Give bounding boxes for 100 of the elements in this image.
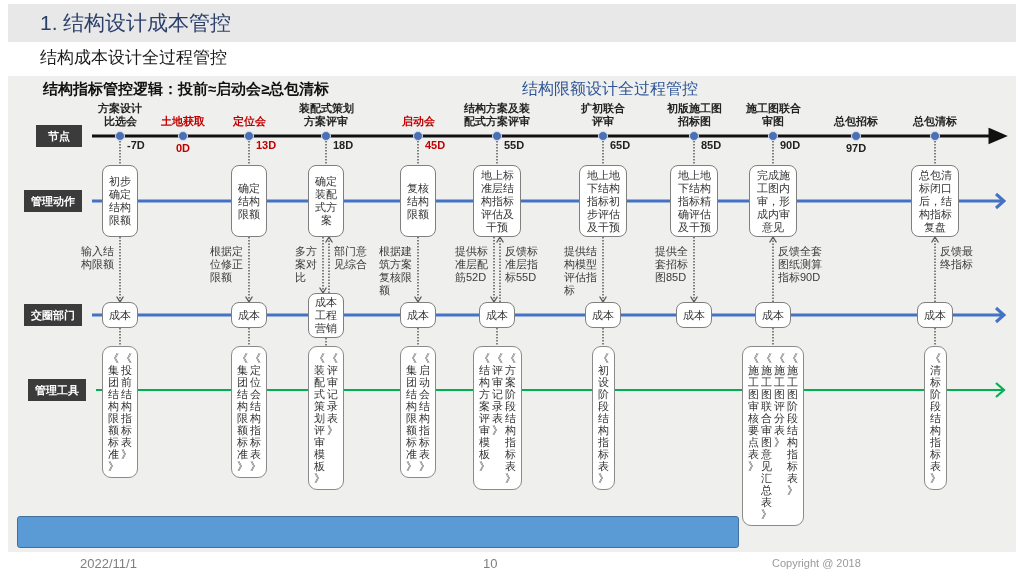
dotted-line: [325, 337, 327, 347]
edge-label: 反馈标准层指标55D: [505, 245, 539, 284]
process-box: [231, 165, 267, 237]
dotted-line: [119, 140, 121, 166]
edge-label: 提供标准层配筋52D: [455, 245, 489, 284]
milestone-dot: [244, 131, 254, 141]
tool-box: [742, 346, 804, 526]
milestone-dot: [492, 131, 502, 141]
subtitle: 结构成本设计全过程管控: [40, 48, 227, 69]
dotted-line: [772, 140, 774, 166]
process-box: [579, 165, 627, 237]
milestone-dot: [178, 131, 188, 141]
dotted-line: [772, 327, 774, 347]
milestone-dot: [930, 131, 940, 141]
slide-title: 1. 结构设计成本管控: [40, 10, 232, 36]
edge-label: 反馈最终指标: [940, 245, 974, 271]
book-title-text: 《启动会结构指标表》: [419, 352, 430, 472]
book-title-text: 《施工图审核要点表》: [748, 352, 759, 472]
book-title-text: 《定位会结构指标表》: [250, 352, 261, 472]
dotted-arrow: [414, 236, 422, 303]
milestone-label: 初版施工图招标图: [666, 102, 722, 128]
box-text: 成本: [407, 308, 429, 322]
day-label: -7D: [127, 139, 145, 152]
day-label: 85D: [701, 139, 722, 152]
dotted-line: [496, 327, 498, 347]
edge-label: 反馈全套图纸测算指标90D: [778, 245, 823, 284]
book-title-text: 《方案阶段结构指标表》: [504, 352, 516, 484]
box-text: 成本: [683, 308, 705, 322]
tool-box: [231, 346, 267, 478]
box-text: 总包清标闭口后，结构指标复盘: [918, 168, 952, 234]
edge-label: 部门意见综合: [334, 245, 368, 271]
lane-header: [24, 304, 82, 326]
book-title-text: 《集团结构限额标准》: [406, 352, 417, 472]
header-text: 节点: [48, 129, 70, 143]
book-title-text: 《投前结构指标表》: [121, 352, 132, 460]
box-text: 复核结构限额: [406, 181, 430, 221]
banner-bar: [17, 516, 739, 548]
box-text: 成本: [238, 308, 260, 322]
milestone-dot: [851, 131, 861, 141]
department-box: [102, 302, 138, 328]
edge-label: 根据定位修正限额: [210, 245, 244, 284]
day-label: 45D: [425, 139, 446, 152]
process-box: [473, 165, 521, 237]
box-text: 地上地下结构指标精确评估及干预: [677, 168, 711, 234]
process-box: [102, 165, 138, 237]
dotted-line: [119, 327, 121, 347]
tool-box: [102, 346, 138, 478]
box-text: 确定装配式方案: [314, 175, 338, 227]
process-box: [670, 165, 718, 237]
box-text: 成本: [109, 308, 131, 322]
tool-box: [308, 346, 344, 490]
box-text: 地上地下结构指标初步评估及干预: [586, 168, 620, 234]
dotted-arrow: [931, 236, 939, 303]
dotted-arrow: [116, 236, 124, 303]
heading-text: 结构限额设计全过程管控: [522, 79, 698, 99]
dotted-line: [602, 327, 604, 347]
milestone-label: 总包清标: [913, 115, 957, 128]
box-text: 成本: [924, 308, 946, 322]
dotted-line: [325, 140, 327, 166]
book-title-text: 《评审记录表》: [491, 352, 503, 436]
lane-header: [24, 190, 82, 212]
milestone-label: 方案设计比选会: [97, 102, 143, 128]
day-label: 90D: [780, 139, 801, 152]
book-title-text: 《初设阶段结构指标表》: [597, 352, 609, 484]
dotted-line: [496, 140, 498, 166]
tool-box: [591, 346, 615, 490]
header-text: 交圈部门: [31, 308, 75, 322]
process-box: [749, 165, 797, 237]
box-text: 成本: [486, 308, 508, 322]
dotted-arrow: [490, 236, 498, 303]
milestone-dot: [413, 131, 423, 141]
book-title-text: 《评审记录表》: [327, 352, 338, 436]
milestone-label: 启动会: [401, 115, 435, 128]
box-text: 初步确定结构限额: [108, 175, 132, 227]
tool-box: [923, 346, 947, 490]
book-title-text: 《清标阶段结构指标表》: [929, 352, 941, 484]
dotted-arrow: [319, 236, 327, 294]
book-title-text: 《施工图阶段结构指标表》: [787, 352, 798, 496]
page-number: 10: [483, 556, 498, 572]
department-box: [917, 302, 953, 328]
copyright-text: Copyright @ 2018: [772, 557, 861, 571]
dotted-arrow: [690, 236, 698, 303]
date-text: 2022/11/1: [80, 556, 137, 572]
day-label: 97D: [845, 142, 867, 155]
dotted-arrow: [325, 236, 333, 294]
day-label: 13D: [256, 139, 277, 152]
header-text: 管理动作: [31, 194, 75, 208]
book-title-text: 《施工图评分表》: [774, 352, 785, 448]
edge-label: 多方案对比: [295, 245, 318, 284]
milestone-dot: [768, 131, 778, 141]
dotted-line: [417, 140, 419, 166]
department-box: [308, 293, 344, 338]
day-label: 0D: [175, 142, 191, 155]
milestone-label: 定位会: [232, 115, 266, 128]
milestone-label: 装配式策划方案评审: [298, 102, 354, 128]
book-title-text: 《结构方案评审模板》: [478, 352, 490, 472]
book-title-text: 《集团结构限额标准》: [108, 352, 119, 472]
dotted-line: [934, 327, 936, 347]
dotted-arrow: [769, 236, 777, 303]
box-text: 确定结构限额: [237, 181, 261, 221]
